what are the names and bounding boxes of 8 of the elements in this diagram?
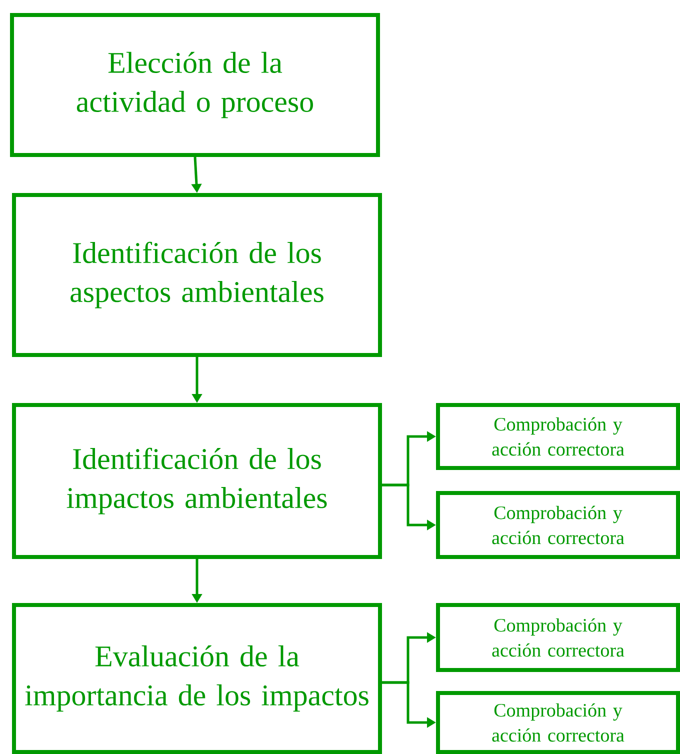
process-box: Identificación de los impactos ambientales: [12, 403, 382, 559]
action-box: Comprobación y acción correctora: [436, 403, 680, 470]
process-box: Identificación de los aspectos ambientales: [12, 193, 382, 357]
process-box: Evaluación de la importancia de los impactos: [12, 603, 382, 754]
action-box: Comprobación y acción correctora: [436, 691, 680, 754]
process-box: Elección de la actividad o proceso: [10, 13, 380, 157]
action-box: Comprobación y acción correctora: [436, 491, 680, 559]
action-box: Comprobación y acción correctora: [436, 603, 680, 672]
